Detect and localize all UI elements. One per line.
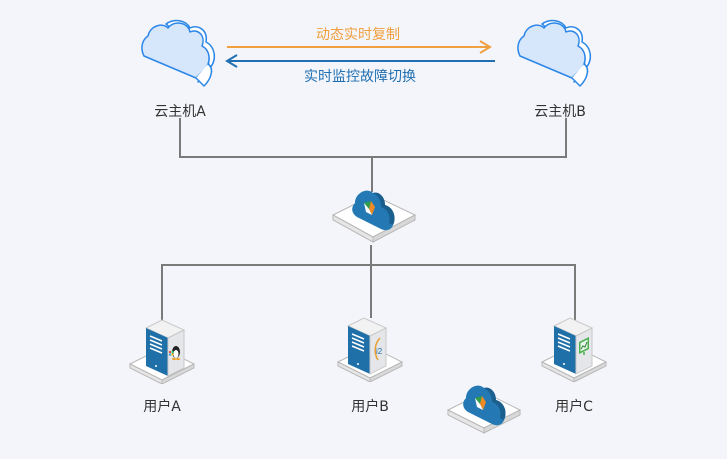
- user-c-server[interactable]: [540, 316, 610, 386]
- cloud-host-b-label: 云主机B: [534, 104, 586, 120]
- hpux-icon: i2: [374, 337, 383, 361]
- svg-text:i2: i2: [376, 347, 383, 356]
- host-a-connector: [179, 118, 567, 158]
- brand-logo-icon: [475, 396, 486, 410]
- brand-logo-icon: [364, 201, 375, 215]
- monitoring-label: 实时监控故障切换: [304, 69, 416, 85]
- cloud-host-a[interactable]: [138, 16, 218, 98]
- linux-penguin-icon: [172, 346, 180, 360]
- replication-label: 动态实时复制: [316, 27, 400, 43]
- monitor-chart-icon: [579, 337, 589, 355]
- user-c-label: 用户C: [555, 399, 593, 415]
- cloud-host-a-label: 云主机A: [154, 104, 206, 120]
- user-b-server[interactable]: i2: [336, 316, 406, 386]
- cloud-host-b[interactable]: [514, 16, 594, 98]
- users-bus: [161, 264, 576, 326]
- server-icon: i2: [336, 317, 404, 383]
- extra-cloud-router[interactable]: [446, 382, 522, 444]
- user-a-label: 用户A: [143, 399, 181, 415]
- server-icon: [128, 319, 196, 385]
- hub-cloud-router[interactable]: [331, 185, 417, 253]
- user-b-label: 用户B: [351, 399, 389, 415]
- cloud-router-icon: [446, 385, 522, 434]
- windows-flag-icon: [169, 351, 174, 356]
- cloud-router-icon: [331, 190, 417, 243]
- cloud-outline-icon: [141, 19, 216, 87]
- monitoring-arrow: [225, 54, 495, 68]
- replication-arrow: [227, 40, 492, 54]
- cloud-outline-icon: [517, 19, 592, 87]
- server-icon: [540, 317, 608, 383]
- user-a-server[interactable]: [128, 318, 198, 388]
